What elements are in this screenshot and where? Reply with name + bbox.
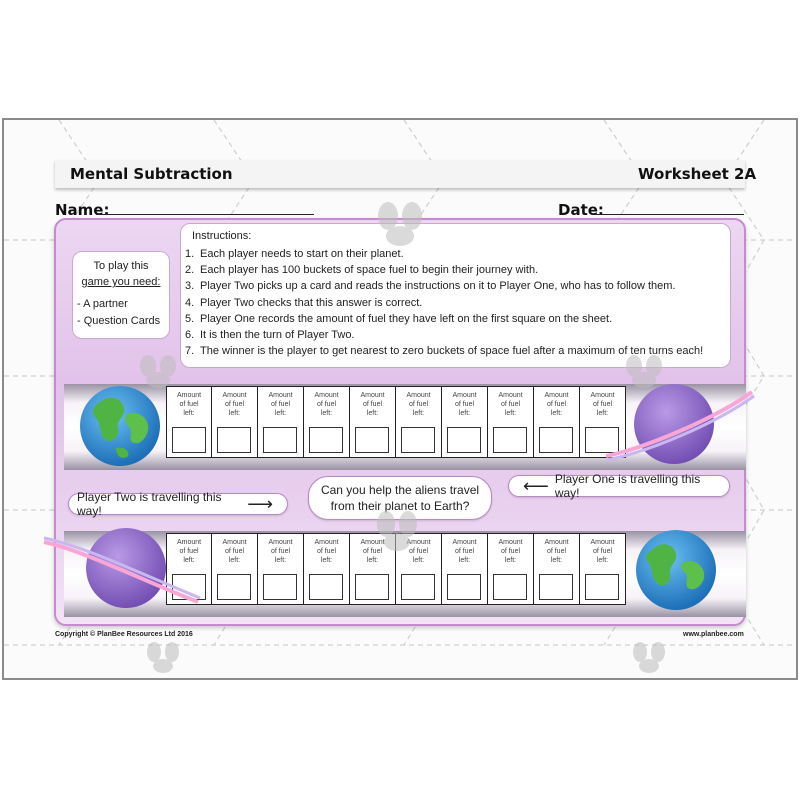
ringed-planet-icon	[43, 528, 201, 608]
alien-watermark-icon	[633, 642, 665, 673]
fuel-answer-box[interactable]	[172, 574, 206, 600]
instruction-step: 4.Player Two checks that this answer is …	[185, 296, 423, 309]
fuel-answer-box[interactable]	[539, 574, 573, 600]
instruction-step: 3.Player Two picks up a card and reads t…	[185, 280, 676, 293]
instruction-step: 6.It is then the turn of Player Two.	[185, 328, 355, 341]
instruction-step: 1.Each player needs to start on their pl…	[185, 248, 404, 260]
fuel-answer-box[interactable]	[401, 574, 435, 600]
fuel-answer-box[interactable]	[493, 574, 527, 600]
fuel-answer-box[interactable]	[355, 427, 389, 453]
instructions-list: 1.Each player needs to start on their pl…	[185, 246, 703, 359]
date-field-line[interactable]	[594, 214, 744, 215]
instruction-step: 2.Each player has 100 buckets of space f…	[185, 264, 539, 277]
player-one-direction-label: ⟵ Player One is travelling this way!	[508, 472, 730, 500]
requirements-title-line1: To play this	[93, 260, 149, 272]
title-strip	[55, 160, 745, 188]
fuel-answer-box[interactable]	[309, 574, 343, 600]
alien-watermark-icon	[147, 642, 179, 673]
name-label: Name:	[55, 201, 110, 219]
ringed-planet-icon	[606, 384, 755, 464]
alien-watermark-icon	[626, 355, 662, 388]
player-two-direction-label: Player Two is travelling this way! ⟶	[68, 490, 288, 518]
instructions-box: Instructions: 1.Each player needs to sta…	[180, 223, 731, 368]
fuel-answer-box[interactable]	[539, 427, 573, 453]
fuel-answer-box[interactable]	[493, 427, 527, 453]
copyright-text: Copyright © PlanBee Resources Ltd 2016	[55, 631, 193, 638]
fuel-answer-box[interactable]	[263, 574, 297, 600]
requirements-list: - A partner - Question Cards	[77, 296, 160, 330]
earth-icon	[80, 386, 160, 466]
date-label: Date:	[558, 201, 604, 219]
requirement-item: - A partner	[77, 298, 128, 310]
instruction-step: 5.Player One records the amount of fuel …	[185, 312, 613, 325]
fuel-answer-box[interactable]	[309, 427, 343, 453]
alien-watermark-icon	[378, 202, 422, 246]
fuel-answer-box[interactable]	[585, 574, 619, 600]
fuel-answer-box[interactable]	[447, 427, 481, 453]
alien-watermark-icon	[140, 355, 176, 388]
requirements-title-line2: game you need:	[81, 276, 161, 288]
fuel-answer-box[interactable]	[217, 574, 251, 600]
fuel-answer-box[interactable]	[172, 427, 206, 453]
alien-watermark-icon	[377, 511, 417, 551]
website-link[interactable]: www.planbee.com	[683, 631, 744, 638]
worksheet-number: Worksheet 2A	[638, 165, 757, 183]
fuel-answer-box[interactable]	[401, 427, 435, 453]
fuel-answer-box[interactable]	[217, 427, 251, 453]
arrow-left-icon: ⟵	[523, 476, 549, 496]
name-field-line[interactable]	[96, 214, 314, 215]
instructions-title: Instructions:	[192, 230, 252, 242]
requirement-item: - Question Cards	[77, 315, 161, 327]
fuel-answer-box[interactable]	[447, 574, 481, 600]
fuel-answer-box[interactable]	[355, 574, 389, 600]
requirements-title: To play this game you need:	[73, 258, 169, 290]
arrow-right-icon: ⟶	[247, 494, 273, 514]
fuel-answer-box[interactable]	[263, 427, 297, 453]
requirements-box: To play this game you need: - A partner …	[72, 251, 170, 339]
instruction-step: 7.The winner is the player to get neares…	[185, 345, 704, 358]
worksheet-title: Mental Subtraction	[70, 165, 233, 183]
earth-icon	[636, 530, 716, 610]
fuel-answer-box[interactable]	[585, 427, 619, 453]
